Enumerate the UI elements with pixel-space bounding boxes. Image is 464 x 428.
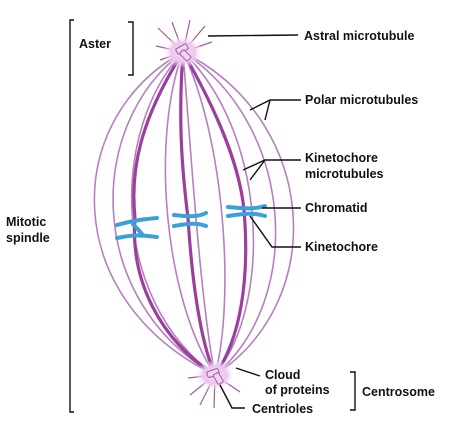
label-kinetochore-microtubules-2: microtubules: [305, 167, 384, 181]
label-cloud: Cloud: [265, 368, 300, 382]
polar-leader: [250, 100, 301, 110]
label-mitotic: Mitotic: [6, 215, 46, 229]
mitotic-spindle-bracket: [70, 20, 74, 412]
label-kinetochore: Kinetochore: [305, 240, 378, 254]
polar-microtubules: [94, 52, 293, 375]
label-astral-microtubule: Astral microtubule: [304, 29, 414, 43]
aster-bracket: [128, 22, 133, 75]
label-spindle: spindle: [6, 231, 50, 245]
kinetochore-mt-leader: [243, 160, 301, 170]
label-polar-microtubules: Polar microtubules: [305, 93, 418, 107]
chromosome-left: [117, 218, 157, 238]
chromosome-right: [228, 206, 265, 216]
label-of-proteins: of proteins: [265, 383, 330, 397]
astral-microtubule-leader: [208, 35, 298, 36]
kinetochore-microtubules: [134, 52, 246, 375]
leader-lines: [70, 20, 355, 412]
label-aster: Aster: [79, 37, 111, 51]
chromosome-middle: [174, 213, 206, 226]
cloud-leader: [236, 368, 260, 376]
label-centrioles: Centrioles: [252, 402, 313, 416]
label-centrosome: Centrosome: [362, 385, 435, 399]
label-chromatid: Chromatid: [305, 201, 368, 215]
label-kinetochore-microtubules-1: Kinetochore: [305, 151, 378, 165]
centrosome-bracket: [350, 372, 355, 410]
